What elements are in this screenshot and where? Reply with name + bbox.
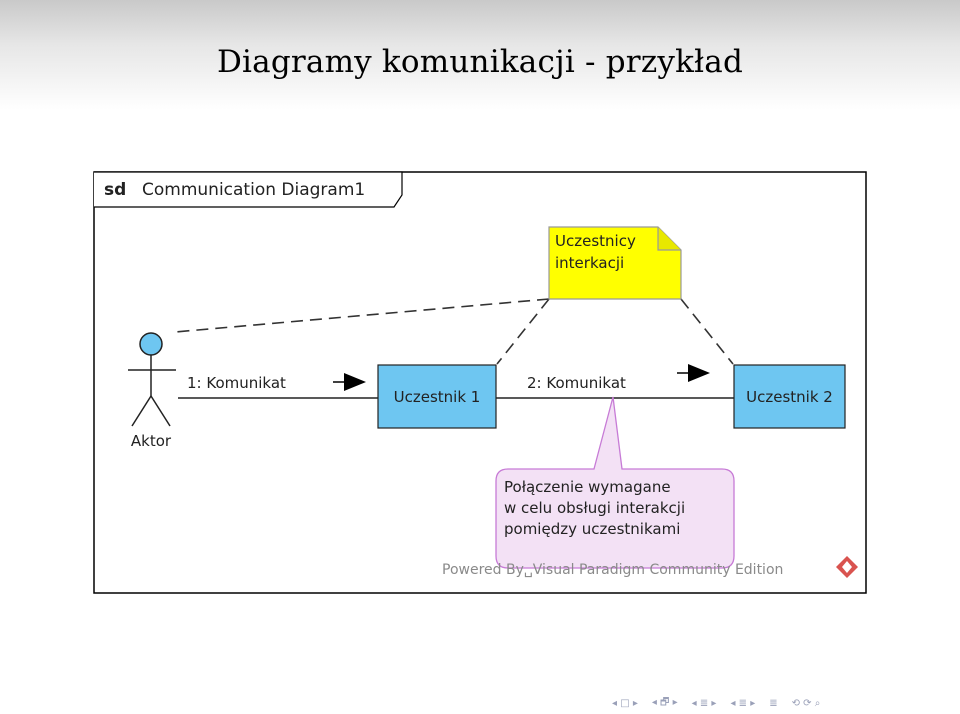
actor-label: Aktor — [131, 432, 172, 450]
note-fold — [657, 227, 681, 251]
title-band — [0, 0, 960, 110]
page-title: Diagramy komunikacji - przykład — [216, 44, 744, 80]
visual-paradigm-logo-icon — [836, 556, 858, 578]
participant-2-label: Uczestnik 2 — [746, 388, 833, 406]
watermark-text: Powered By␣Visual Paradigm Community Edi… — [442, 562, 783, 578]
participant-1-box — [377, 364, 497, 429]
note-link-line1: Połączenie wymagane — [504, 478, 671, 496]
frame-name: Communication Diagram1 — [142, 180, 365, 200]
nav-search[interactable]: ⟲ ⟳ ⌕ — [791, 697, 821, 709]
actor — [128, 332, 176, 427]
nav-subsection[interactable]: ◂ 🗗 ▸ — [651, 696, 678, 708]
nav-align[interactable]: ≣ — [769, 697, 778, 709]
message-1-arrow-icon — [333, 373, 366, 391]
actor-head-icon — [139, 332, 163, 356]
nav-section-2[interactable]: ◂ ≣ ▸ — [730, 697, 756, 709]
frame-tab — [94, 171, 403, 208]
nav-frame[interactable]: ◂ □ ▸ — [612, 697, 638, 709]
participants-note — [548, 226, 682, 300]
frame-keyword: sd — [104, 180, 126, 200]
note-link-line2: w celu obsługi interakcji — [504, 499, 685, 517]
beamer-navigation: ◂ □ ▸ ◂ 🗗 ▸ ◂ ≣ ▸ ◂ ≣ ▸ ≣ ⟲ ⟳ ⌕ — [612, 696, 820, 710]
note-link-line3: pomiędzy uczestnikami — [504, 520, 680, 538]
note-participants-line1: Uczestnicy — [555, 232, 636, 250]
note-anchor-lines — [174, 298, 734, 365]
message-2-arrow-icon — [677, 364, 710, 382]
nav-section[interactable]: ◂ ≣ ▸ — [691, 697, 717, 709]
participant-1-label: Uczestnik 1 — [394, 388, 481, 406]
link-note-callout — [495, 396, 735, 569]
note-participants-line2: interkacji — [555, 254, 624, 272]
message-2-label: 2: Komunikat — [527, 374, 626, 392]
participant-2-box — [733, 364, 846, 429]
message-1-label: 1: Komunikat — [187, 374, 286, 392]
